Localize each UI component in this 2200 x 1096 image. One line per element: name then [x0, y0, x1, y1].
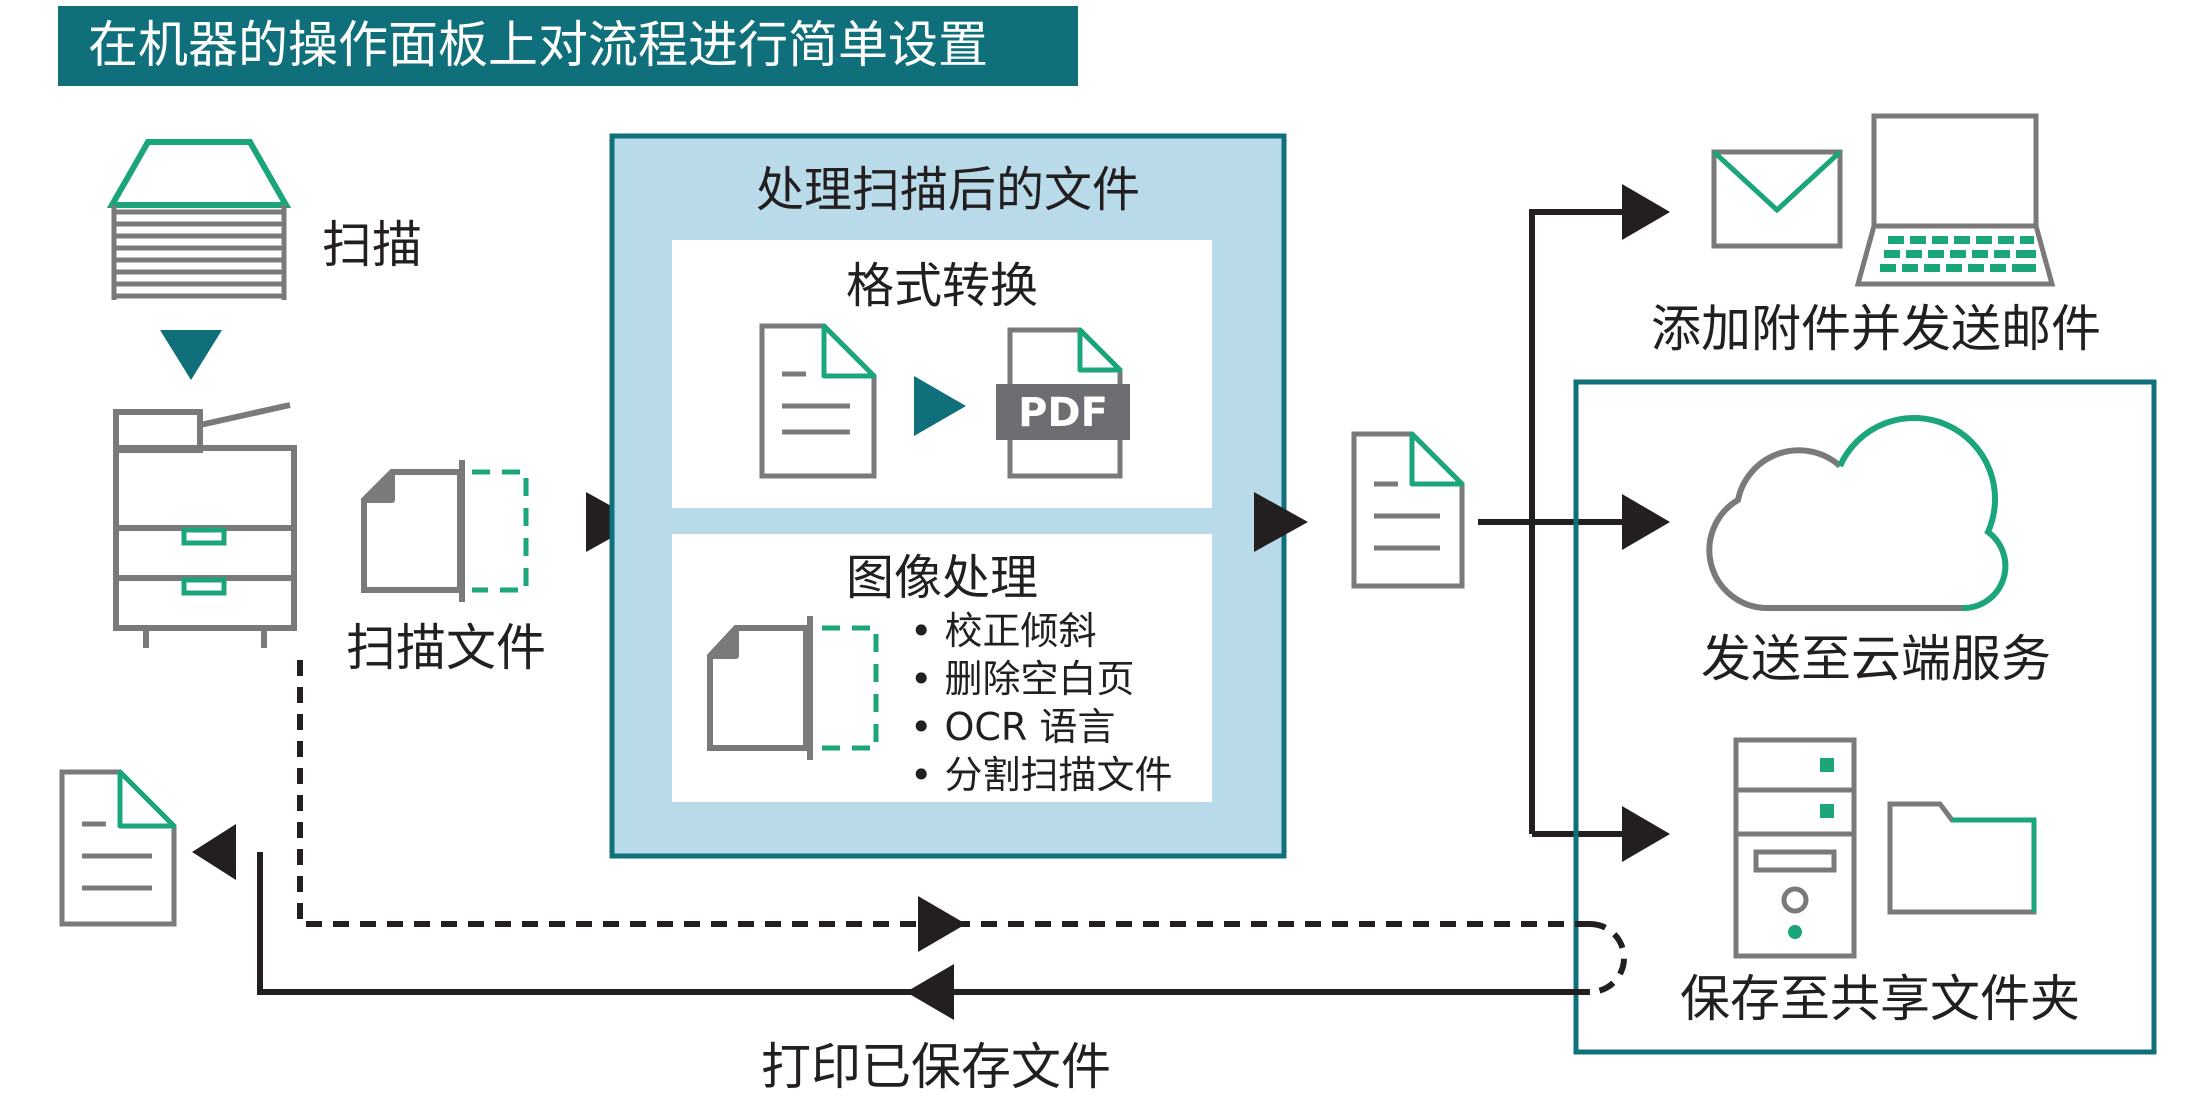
printer-icon [113, 402, 297, 648]
down-arrow-icon [160, 330, 222, 380]
cloud-output-label: 发送至云端服务 [1701, 630, 2051, 688]
printed-document-icon [59, 769, 177, 927]
image-processing-card [672, 534, 1212, 802]
image-processing-title: 图像处理 [846, 550, 1038, 606]
scanned-file-label: 扫描文件 [346, 619, 546, 677]
folder-icon [1887, 801, 2037, 915]
server-icon [1733, 737, 1857, 959]
scanned-file-icon [361, 460, 529, 602]
scanner-icon [106, 139, 292, 300]
dashed-flow-arrow-icon [918, 896, 966, 952]
image-item-ocr: • OCR 语言 [910, 705, 1115, 749]
destination-panel [1573, 379, 2157, 1055]
return-connectors [257, 660, 1627, 995]
convert-arrow-icon [914, 376, 966, 436]
arrow-to-cloud-icon [1622, 494, 1670, 550]
envelope-icon [1711, 149, 1843, 249]
branch-connectors [1478, 209, 1630, 837]
scan-label: 扫描 [322, 216, 422, 274]
print-flow-arrow-icon [906, 964, 954, 1020]
print-saved-label: 打印已保存文件 [761, 1038, 1111, 1096]
laptop-icon [1854, 113, 2056, 287]
pdf-file-icon: PDF [996, 327, 1130, 479]
cloud-icon [1706, 415, 2009, 612]
document-icon [759, 323, 877, 479]
process-panel: 处理扫描后的文件 格式转换 PDF 图像处理 [609, 133, 1287, 859]
pdf-label: PDF [1018, 390, 1108, 436]
email-output-label: 添加附件并发送邮件 [1651, 300, 2101, 358]
page-title: 在机器的操作面板上对流程进行简单设置 [88, 16, 988, 74]
arrow-to-folder-icon [1622, 806, 1670, 862]
result-document-icon [1351, 431, 1465, 589]
title-background [58, 6, 1078, 86]
arrow-to-print-icon [192, 824, 236, 880]
image-item-deskew: • 校正倾斜 [910, 609, 1097, 653]
arrow-to-email-icon [1622, 184, 1670, 240]
folder-output-label: 保存至共享文件夹 [1680, 970, 2080, 1028]
title-banner: 在机器的操作面板上对流程进行简单设置 [58, 6, 1078, 86]
image-item-blank-page: • 删除空白页 [910, 657, 1135, 701]
processed-file-icon [707, 616, 879, 760]
format-conversion-title: 格式转换 [846, 258, 1038, 314]
arrow-from-process-icon [1254, 492, 1308, 552]
process-title: 处理扫描后的文件 [756, 162, 1140, 218]
image-item-split: • 分割扫描文件 [910, 753, 1173, 797]
